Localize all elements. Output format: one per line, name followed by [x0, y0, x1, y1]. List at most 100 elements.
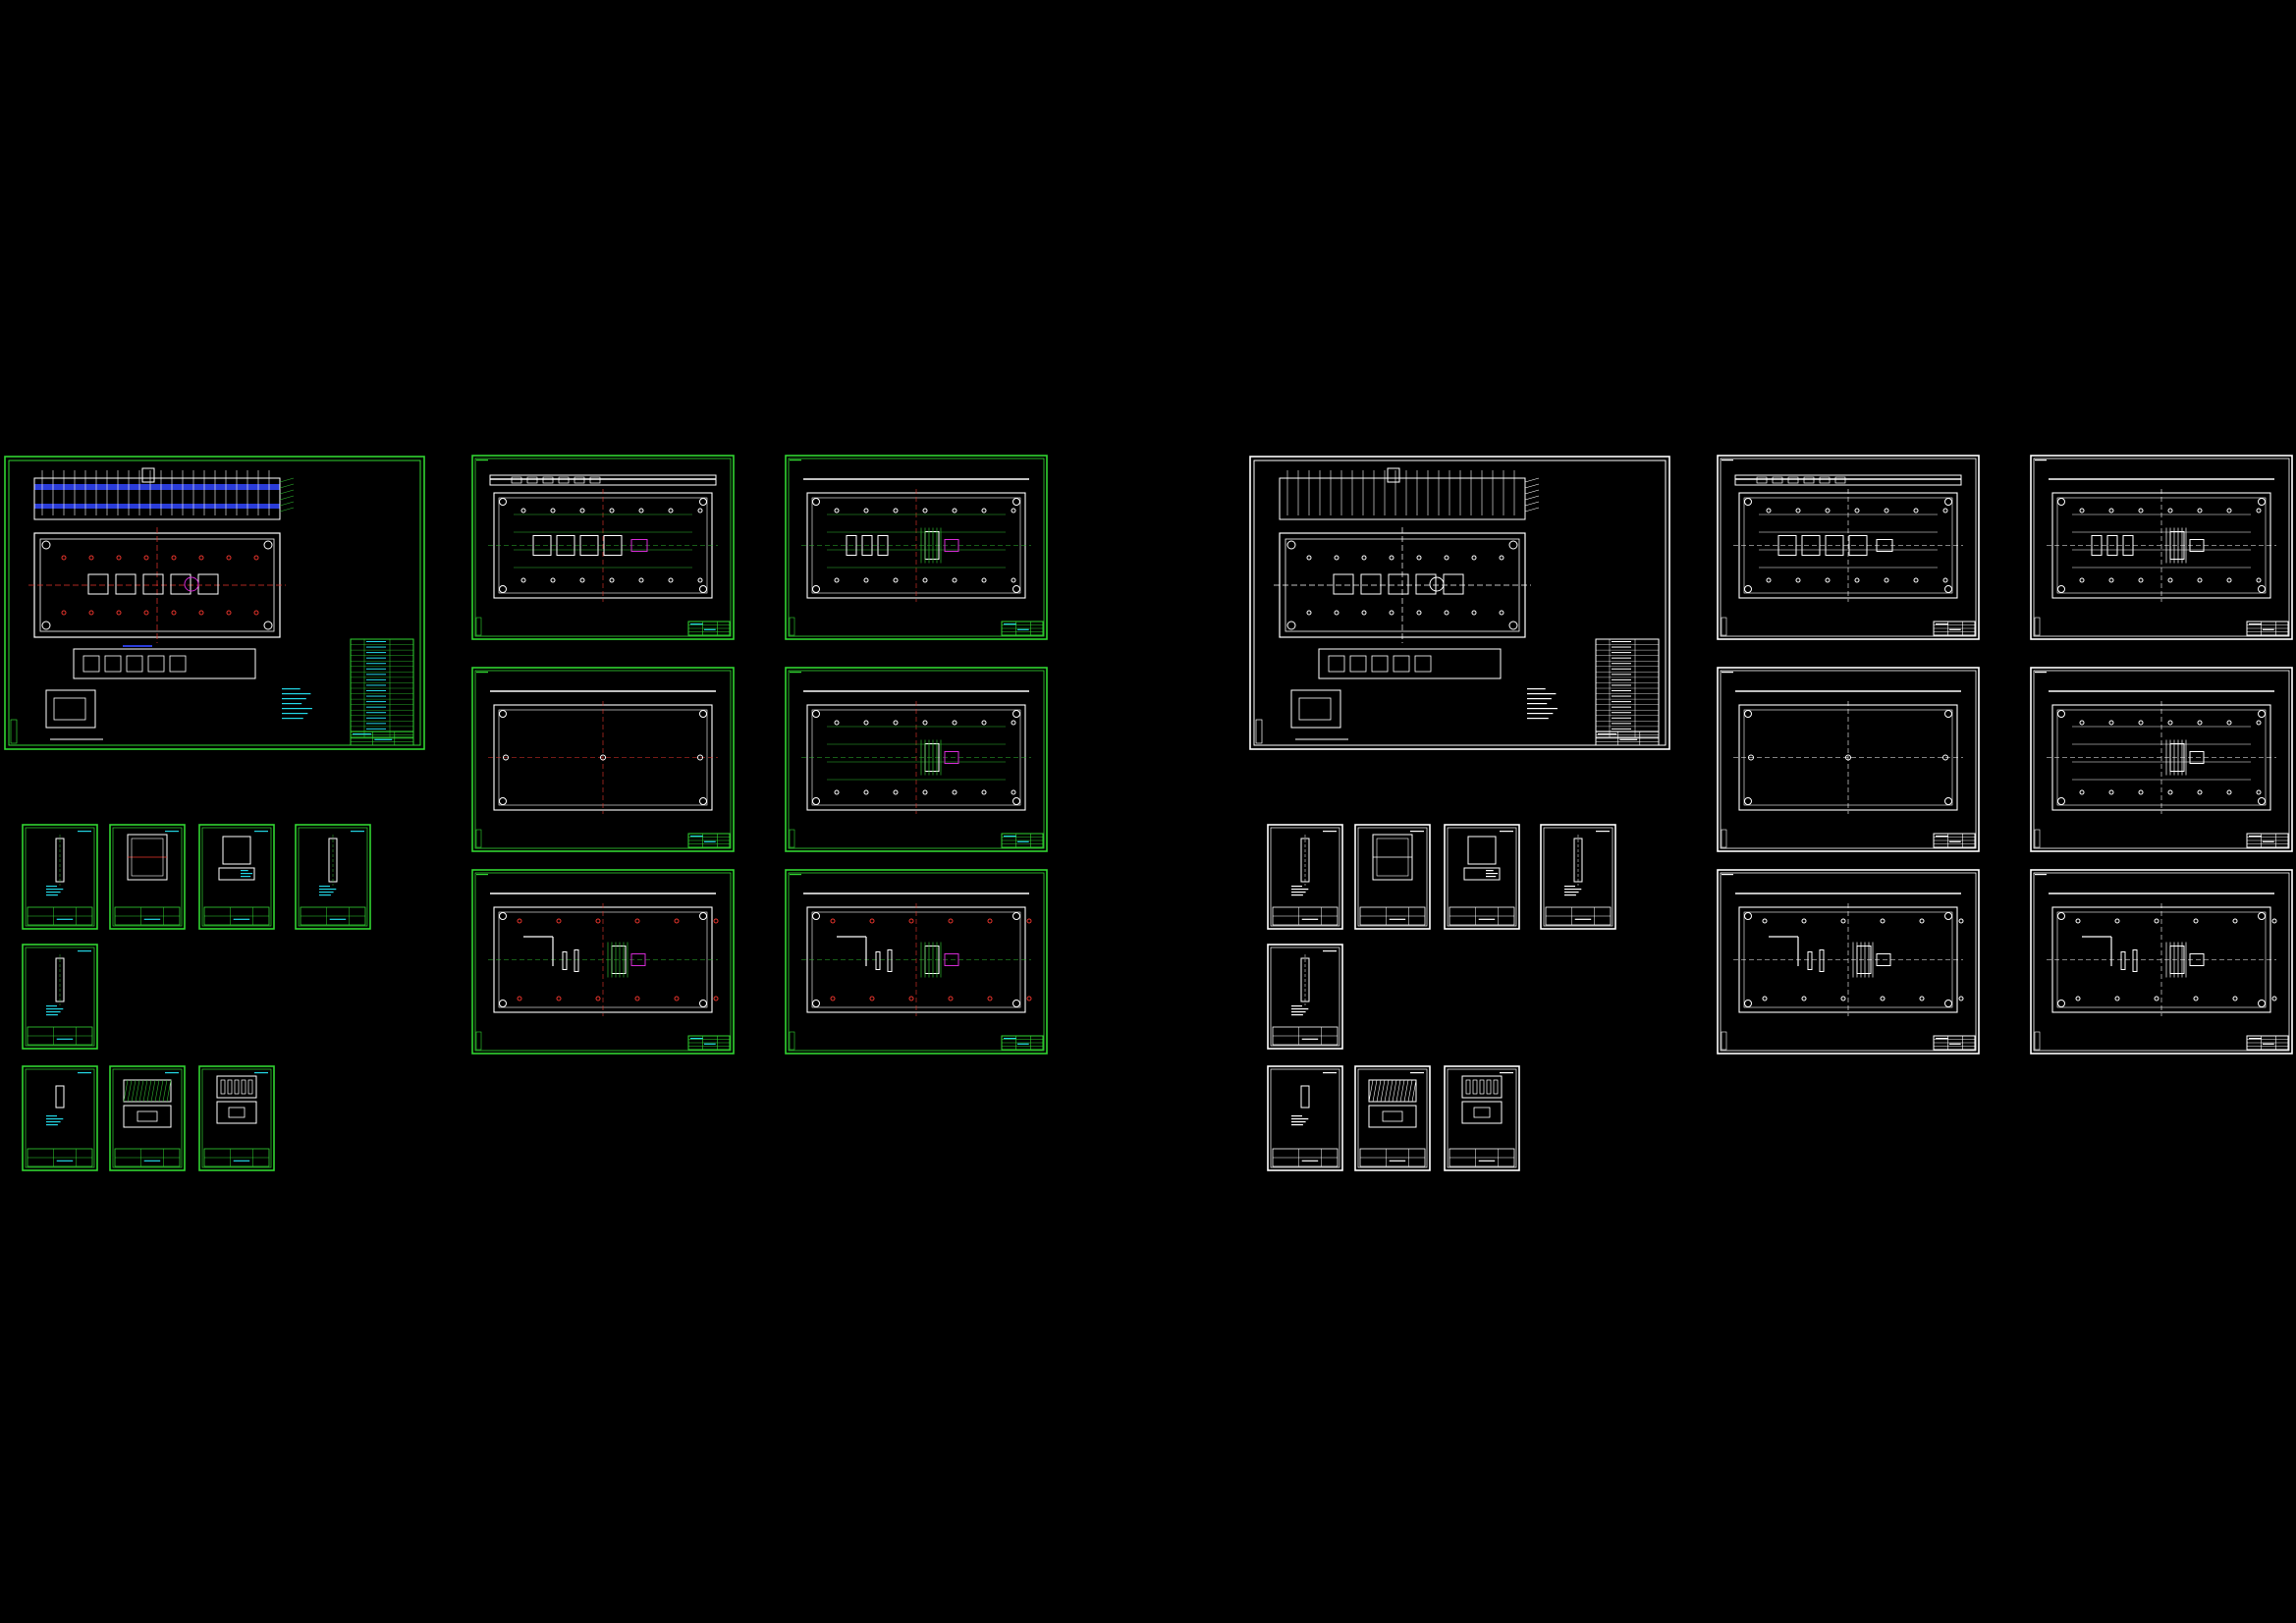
pilot: [630, 953, 646, 966]
sheet-marker: [2034, 1031, 2041, 1051]
inner-border: [25, 947, 95, 1047]
sheet-plate-view-5[interactable]: [471, 869, 735, 1055]
sheet-plate-view-2[interactable]: [785, 455, 1048, 640]
sheet-part-4[interactable]: [1540, 824, 1616, 930]
sheet-part-1[interactable]: [1267, 824, 1343, 930]
strip-station: [1349, 655, 1367, 673]
sheet-part-7[interactable]: [1354, 1065, 1431, 1171]
sheet-part-6[interactable]: [1267, 1065, 1343, 1171]
sheet-plate-view-6[interactable]: [2030, 869, 2293, 1055]
sheet-plate-view-4[interactable]: [2030, 667, 2293, 852]
sheet-part-3[interactable]: [1444, 824, 1520, 930]
strip-station: [1328, 655, 1345, 673]
screw-hole: [863, 720, 869, 726]
plate-band: [34, 484, 280, 490]
screw-hole: [1026, 918, 1032, 924]
screw-hole: [922, 789, 928, 795]
insert-slot: [241, 1079, 246, 1095]
hatch: [146, 1079, 152, 1103]
sheet-part-1[interactable]: [22, 824, 98, 930]
guide-hole: [812, 797, 820, 805]
screw-hole: [668, 508, 674, 514]
hatch: [1368, 1079, 1374, 1103]
sheet-part-2[interactable]: [1354, 824, 1431, 930]
part-outline: [216, 1075, 257, 1099]
sheet-plate-view-1[interactable]: [471, 455, 735, 640]
note-text: [1486, 876, 1497, 878]
parts-list-text: [1612, 701, 1631, 703]
parts-list-text: [366, 684, 386, 686]
slot: [562, 951, 568, 970]
die-pocket: [115, 573, 137, 595]
sheet-part-5[interactable]: [1267, 944, 1343, 1050]
screw-hole: [88, 610, 94, 616]
pilot: [944, 953, 959, 966]
hatch: [1376, 1079, 1382, 1103]
title-block-text: [1936, 836, 1948, 838]
title-block-text: [143, 1160, 161, 1162]
hole: [697, 754, 703, 761]
sheet-part-2[interactable]: [109, 824, 186, 930]
punch-head: [141, 467, 155, 483]
title-block-text: [1389, 1160, 1406, 1162]
note-text: [1291, 1011, 1306, 1013]
title-block-text: [2249, 623, 2262, 625]
screw-hole: [1011, 577, 1016, 583]
screw-hole: [869, 918, 875, 924]
insert-slot: [247, 1079, 253, 1095]
sheet-assembly-drawing[interactable]: [4, 456, 425, 750]
screw-hole: [1389, 555, 1394, 561]
sheet-plate-view-3[interactable]: [1717, 667, 1980, 852]
inner-border: [201, 1068, 272, 1168]
elevation-view: [1279, 477, 1526, 520]
screw-hole: [834, 577, 840, 583]
title-block-text: [1936, 1038, 1948, 1040]
screw-hole: [143, 610, 149, 616]
inner-border: [1720, 458, 1977, 637]
sheet-plate-view-3[interactable]: [471, 667, 735, 852]
slot: [1819, 949, 1825, 972]
note-text: [282, 718, 303, 720]
screw-hole: [893, 508, 899, 514]
sheet-plate-view-6[interactable]: [785, 869, 1048, 1055]
sheet-plate-view-5[interactable]: [1717, 869, 1980, 1055]
sheet-plate-view-2[interactable]: [2030, 455, 2293, 640]
inner-border: [1253, 460, 1667, 746]
title-block-text: [1619, 738, 1638, 740]
screw-hole: [1389, 610, 1394, 616]
guide-hole: [1744, 912, 1752, 920]
sheet-part-4[interactable]: [295, 824, 371, 930]
pilot: [630, 539, 648, 552]
note-text: [1291, 1014, 1303, 1016]
screw-hole: [1919, 996, 1925, 1001]
sheet-assembly-drawing[interactable]: [1249, 456, 1670, 750]
sheet-part-8[interactable]: [1444, 1065, 1520, 1171]
guide-hole: [699, 585, 707, 593]
part-side-view: [218, 867, 255, 881]
title-block-text: [2262, 840, 2274, 842]
parts-list-text: [1612, 684, 1631, 686]
screw-hole: [226, 555, 232, 561]
hatch: [1392, 1079, 1397, 1103]
part-number: [254, 831, 268, 833]
sheet-part-6[interactable]: [22, 1065, 98, 1171]
screw-hole: [61, 610, 67, 616]
screw-hole: [908, 996, 914, 1001]
inner-border: [112, 1068, 183, 1168]
sheet-part-8[interactable]: [198, 1065, 275, 1171]
sheet-part-7[interactable]: [109, 1065, 186, 1171]
screw-hole: [550, 508, 556, 514]
guide-hole: [499, 585, 507, 593]
guide-hole: [1944, 797, 1952, 805]
title-block-text: [703, 628, 716, 630]
screw-hole: [143, 555, 149, 561]
title-block-text: [1948, 1043, 1961, 1045]
screw-hole: [638, 508, 644, 514]
sheet-part-3[interactable]: [198, 824, 275, 930]
sheet-plate-view-4[interactable]: [785, 667, 1048, 852]
screw-hole: [863, 577, 869, 583]
guide-hole: [1012, 797, 1020, 805]
sheet-part-5[interactable]: [22, 944, 98, 1050]
sheet-plate-view-1[interactable]: [1717, 455, 1980, 640]
